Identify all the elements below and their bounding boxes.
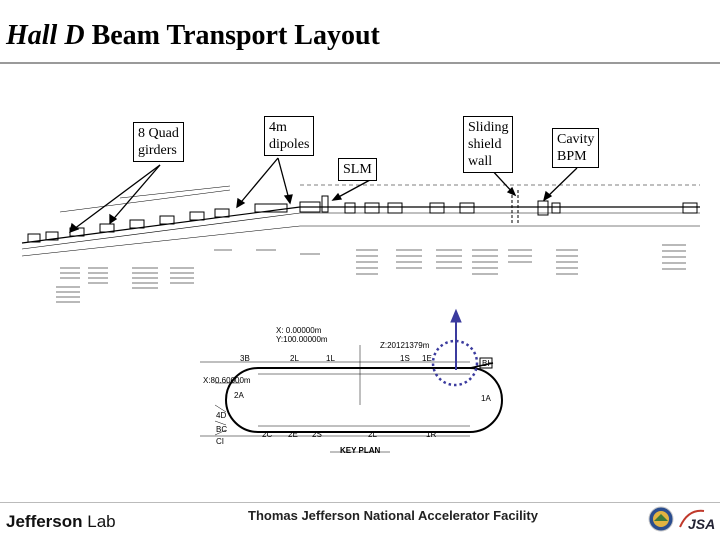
callout-quad-line1: 8 Quad [138, 126, 179, 141]
hall-marker [431, 308, 479, 387]
coord-x-label: X: 0.00000m [276, 326, 322, 335]
row-bottom-2c: 2C [262, 430, 273, 439]
right-1a: 1A [481, 394, 491, 403]
component-label-blocks [56, 244, 686, 303]
row-top-2l: 2L [290, 354, 299, 363]
row-bottom-2s: 2S [312, 430, 322, 439]
callout-shield-wall: Sliding shield wall [463, 116, 514, 173]
left-2a: 2A [234, 391, 244, 400]
beamline-elevation [21, 184, 700, 257]
left-ci: CI [216, 437, 224, 446]
callout-bpm-line1: Cavity [557, 132, 595, 147]
callout-cavity-bpm: Cavity BPM [552, 128, 600, 168]
row-top-3b: 3B [240, 354, 250, 363]
callout-quad-line2: girders [138, 143, 177, 158]
callout-quad-girders: 8 Quad girders [133, 122, 184, 162]
slide-title: Hall D Beam Transport Layout [6, 20, 380, 52]
jefferson-lab-logo: Jefferson Lab [6, 512, 116, 532]
jsa-logo-icon: JSA [679, 509, 715, 532]
jlab-logo-suffix: Lab [87, 512, 116, 531]
callout-wall-line3: wall [468, 154, 493, 169]
jsa-logo-text: JSA [688, 516, 715, 532]
row-bottom-2e: 2E [288, 430, 298, 439]
key-plan-title: KEY PLAN [340, 446, 381, 455]
doe-seal-icon [648, 506, 674, 532]
title-hall-d: Hall D [6, 20, 85, 51]
callout-slm-text: SLM [343, 162, 372, 177]
row-bottom-2l: 2L [368, 430, 377, 439]
row-top-1s: 1S [400, 354, 410, 363]
left-4d: 4D [216, 411, 227, 420]
hall-box-label: BH [482, 359, 494, 368]
callout-dipoles-line2: dipoles [269, 137, 310, 152]
coord-y-label: Y:100.00000m [276, 335, 328, 344]
callout-arrows [69, 157, 578, 234]
row-top-1l: 1L [326, 354, 335, 363]
left-bc: BC [216, 425, 228, 434]
beamline-diagram [21, 157, 700, 453]
footer-divider [0, 502, 720, 503]
row-top-1e: 1E [422, 354, 432, 363]
coord-z-label: Z:20121379m [380, 341, 430, 350]
callout-bpm-line2: BPM [557, 149, 587, 164]
callout-slm: SLM [338, 158, 377, 181]
key-plan [200, 345, 503, 453]
facility-name: Thomas Jefferson National Accelerator Fa… [248, 508, 538, 523]
title-rule [0, 62, 720, 64]
left-x-label: X:80.60000m [203, 376, 251, 385]
jlab-logo-prefix: Jefferson [6, 512, 83, 531]
row-bottom-1r: 1R [426, 430, 437, 439]
callout-wall-line2: shield [468, 137, 502, 152]
title-rest: Beam Transport Layout [84, 20, 380, 51]
callout-wall-line1: Sliding [468, 120, 509, 135]
callout-dipoles: 4m dipoles [264, 116, 315, 156]
callout-dipoles-line1: 4m [269, 120, 287, 135]
